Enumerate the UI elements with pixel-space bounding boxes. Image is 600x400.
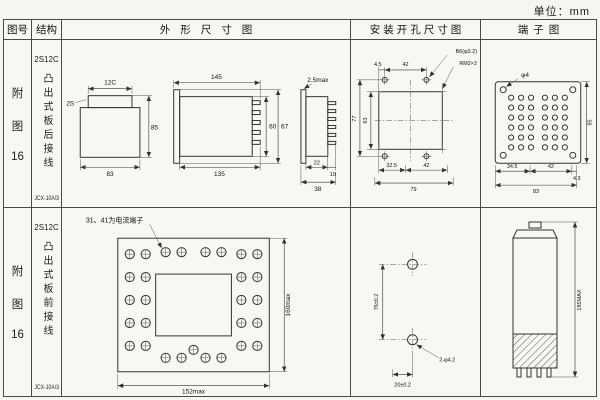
row2-figure-no: 附 图 16 (4, 208, 32, 396)
figure-char: 附 (11, 87, 24, 100)
header-structure: 结构 (32, 20, 62, 40)
dim-term-height: 85 (588, 119, 594, 125)
current-terminal-note: 31、41为电流端子 (86, 215, 143, 224)
product-code: JCX-10A/3 (34, 384, 59, 391)
dim-board-width: 152max (182, 389, 206, 396)
dim-panel-d2: 10 (330, 172, 336, 178)
row2-outline-cell: 31、41为电流端子 160max 152max (62, 208, 351, 396)
dim-panel-thickness: 2.5max (307, 77, 329, 84)
row1-outline-drawing: 12C 2S 85 83 145 135 (66, 74, 337, 193)
label-thread-spec: RM2×2 (459, 61, 477, 67)
drawing-table: 图号 结构 外形尺寸图 安装开孔尺寸图 端子图 附 图 16 2S12C 凸出式… (3, 19, 597, 397)
mounting-holes: 76±0.2 2-φ4.2 20±0.2 (374, 252, 455, 388)
header-figure-no: 图号 (4, 20, 32, 40)
relay-side-profile: 185MAX (512, 221, 583, 378)
label-hole-spec: B6(φ3.2) (456, 49, 478, 55)
dim-front-width: 83 (106, 171, 114, 178)
relay-side-view: 145 135 60 67 (173, 74, 289, 178)
figure-number: 16 (11, 150, 24, 163)
figure-number: 16 (11, 329, 24, 341)
header-terminal-diagram: 端子图 (481, 20, 596, 40)
relay-front-view: 12C 2S 85 83 (66, 80, 158, 178)
dim-hole-pitch: 42 (403, 62, 409, 68)
dim-term-d3: 4.3 (573, 176, 581, 182)
terminal-board-front: 31、41为电流端子 (86, 215, 270, 373)
row2-structure: 2S12C 凸出式板前接线 JCX-10A/3 (32, 208, 62, 396)
dim-overall-height: 185MAX (577, 289, 583, 310)
dim-term-total: 83 (533, 189, 539, 195)
row2-mounting-drawing: 76±0.2 2-φ4.2 20±0.2 (374, 252, 455, 388)
dim-term-d2: 42 (548, 164, 554, 170)
dim-term-d1: 34.5 (507, 164, 518, 170)
structure-description: 凸出式板前接线 (41, 241, 52, 339)
dim-hole-offset-h: 20±0.2 (394, 382, 411, 388)
panel-cutout (374, 74, 455, 162)
row2-mounting-cell: 76±0.2 2-φ4.2 20±0.2 (351, 208, 481, 396)
label-2s: 2S (66, 101, 75, 108)
dim-hole-pitch-v: 76±0.2 (374, 294, 380, 311)
dim-bottom-d1: 32.5 (386, 163, 397, 169)
structure-description: 凸出式板后接线 (41, 73, 52, 171)
product-code: JCX-10A/3 (34, 195, 59, 202)
figure-char: 图 (11, 120, 24, 133)
dim-side-height-inner: 60 (269, 123, 277, 130)
figure-char: 图 (11, 299, 24, 311)
dim-side-body-length: 135 (214, 171, 225, 178)
dim-left-inner: 63 (363, 117, 369, 123)
dim-front-height: 85 (151, 124, 159, 131)
dim-front-top: 12C (104, 80, 116, 87)
row1-terminal-cell: φ4 34.5 42 4.3 83 85 (481, 40, 596, 208)
dim-board-height: 160max (285, 293, 292, 317)
row1-structure: 2S12C 凸出式板后接线 JCX-10A/3 (32, 40, 62, 208)
row2-terminal-drawing: 185MAX (512, 221, 583, 378)
unit-label: 单位：mm (533, 6, 590, 18)
dim-panel-total: 38 (314, 186, 322, 193)
dim-panel-d1: 22 (314, 160, 320, 166)
terminal-plate (494, 81, 582, 164)
label-mount-hole-dia: φ4 (521, 72, 529, 79)
board-dimensions: 160max 152max (117, 237, 292, 396)
dim-hole-offset: 4.5 (374, 62, 382, 68)
dim-left-outer: 77 (352, 116, 358, 122)
row1-mounting-cell: 4.5 42 B6(φ3.2) RM2×2 77 63 32.5 42 (351, 40, 481, 208)
row1-outline-cell: 12C 2S 85 83 145 135 (62, 40, 351, 208)
row1-terminal-drawing: φ4 34.5 42 4.3 83 85 (494, 72, 594, 195)
mounting-dimensions: 4.5 42 B6(φ3.2) RM2×2 77 63 32.5 42 (352, 49, 477, 193)
header-outline-dims: 外形尺寸图 (62, 20, 351, 40)
row2-terminal-cell: 185MAX (481, 208, 596, 396)
dim-bottom-d2: 42 (423, 163, 429, 169)
dim-side-height-outer: 67 (281, 123, 289, 130)
dim-side-length: 145 (211, 74, 222, 81)
label-hole-count-dia: 2-φ4.2 (439, 358, 455, 364)
relay-panel-section-view: 2.5max 22 10 38 (300, 77, 337, 193)
dim-bottom-total: 79 (410, 187, 416, 193)
model-label: 2S12C (34, 55, 59, 64)
terminal-dimensions: φ4 34.5 42 4.3 83 85 (495, 72, 594, 195)
row2-outline-drawing: 31、41为电流端子 160max 152max (86, 215, 292, 396)
figure-char: 附 (11, 266, 24, 278)
row1-figure-no: 附 图 16 (4, 40, 32, 208)
row1-mounting-drawing: 4.5 42 B6(φ3.2) RM2×2 77 63 32.5 42 (352, 49, 477, 193)
model-label: 2S12C (34, 223, 59, 232)
header-mounting-dims: 安装开孔尺寸图 (351, 20, 481, 40)
